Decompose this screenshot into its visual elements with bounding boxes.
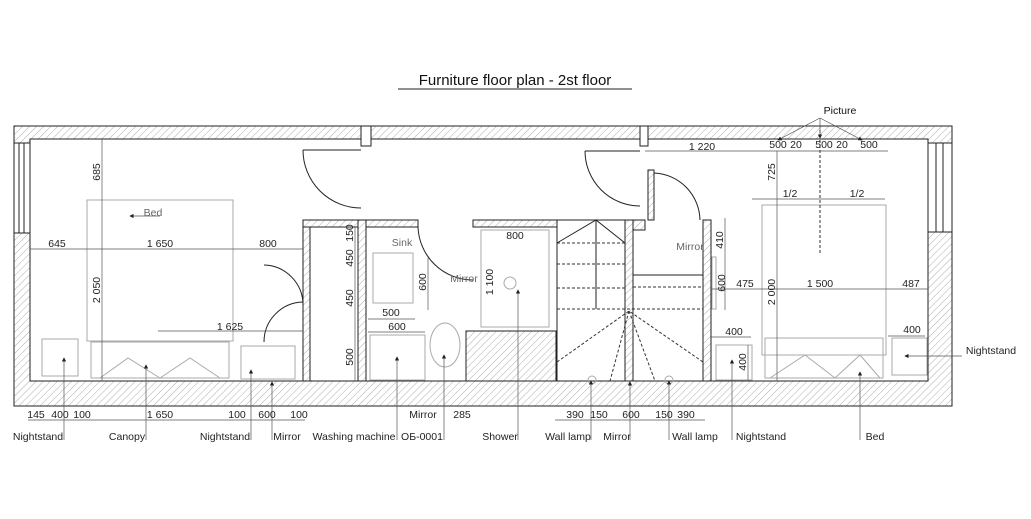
dim: 400 — [737, 353, 749, 371]
room-labels: Picture Bed Sink Mirror Mirror Nightstan… — [144, 105, 1017, 357]
dim: 500 — [344, 348, 356, 366]
label-mirror: Mirror — [603, 431, 631, 443]
dim: 20 — [836, 139, 848, 151]
bed-label: Bed — [144, 207, 163, 219]
dim: 500 — [815, 139, 833, 151]
dim: 1 650 — [147, 238, 173, 250]
dim: 500 — [860, 139, 878, 151]
dim: 400 — [51, 409, 69, 421]
dim: 145 — [27, 409, 45, 421]
bottom-dimensions: 145 400 100 1 650 100 600 100 Mirror 285… — [27, 409, 695, 421]
furniture — [41, 199, 928, 381]
bed-right — [761, 204, 887, 356]
dim: 1/2 — [850, 188, 865, 200]
mirror-hall-label: Mirror — [676, 241, 704, 253]
mirror-label: Mirror — [409, 409, 437, 421]
dim: 450 — [344, 289, 356, 307]
label-ob-0001: ОБ-0001 — [401, 431, 443, 443]
dim: 600 — [716, 274, 728, 292]
leader-lines — [61, 213, 863, 440]
plan-title: Furniture floor plan - 2st floor — [419, 72, 612, 89]
label-washing-machine: Washing machine — [312, 431, 395, 443]
window-right — [927, 142, 953, 233]
shower — [480, 229, 550, 328]
dim: 645 — [48, 238, 66, 250]
dim: 800 — [259, 238, 277, 250]
dim: 1/2 — [783, 188, 798, 200]
bottom-labels: Nightstand Canopy Nightstand Mirror Wash… — [13, 431, 885, 443]
dim: 1 220 — [689, 141, 715, 153]
dim: 800 — [506, 230, 524, 242]
dim: 100 — [290, 409, 308, 421]
nightstand-2 — [240, 345, 296, 380]
dim: 150 — [655, 409, 673, 421]
dim: 450 — [344, 249, 356, 267]
label-wall-lamp: Wall lamp — [545, 431, 591, 443]
dim: 100 — [73, 409, 91, 421]
bed-left — [86, 199, 234, 342]
partitions — [302, 169, 712, 382]
dim: 487 — [902, 278, 920, 290]
label-wall-lamp: Wall lamp — [672, 431, 718, 443]
label-bed: Bed — [866, 431, 885, 443]
dim: 600 — [388, 321, 406, 333]
dim: 1 650 — [147, 409, 173, 421]
dim: 400 — [903, 324, 921, 336]
washing-machine — [369, 334, 426, 381]
label-nightstand: Nightstand — [736, 431, 786, 443]
label-nightstand: Nightstand — [13, 431, 63, 443]
window-left — [13, 142, 31, 234]
sink — [372, 252, 414, 304]
dim: 150 — [590, 409, 608, 421]
nightstand-right-label: Nightstand — [966, 345, 1016, 357]
nightstand-3 — [715, 344, 753, 381]
label-mirror: Mirror — [273, 431, 301, 443]
dim: 600 — [258, 409, 276, 421]
dim: 600 — [622, 409, 640, 421]
dim: 600 — [417, 273, 429, 291]
dim: 475 — [736, 278, 754, 290]
canopy — [90, 341, 230, 379]
dim: 400 — [725, 326, 743, 338]
picture-label: Picture — [824, 105, 857, 117]
dim: 1 100 — [484, 269, 496, 295]
outer-walls — [13, 125, 953, 407]
dim: 390 — [566, 409, 584, 421]
sink-label: Sink — [392, 237, 413, 249]
dim: 20 — [790, 139, 802, 151]
dim: 2 000 — [766, 279, 778, 305]
nightstand-1 — [41, 338, 79, 377]
mirror-bath-label: Mirror — [450, 273, 478, 285]
dim: 390 — [677, 409, 695, 421]
toilet — [429, 322, 461, 368]
dimension-lines — [28, 117, 962, 421]
doors — [263, 149, 701, 343]
dim: 2 050 — [91, 277, 103, 303]
label-shower: Shower — [482, 431, 518, 443]
dim: 1 625 — [217, 321, 243, 333]
dim: 685 — [91, 163, 103, 181]
label-canopy: Canopy — [109, 431, 146, 443]
label-nightstand: Nightstand — [200, 431, 250, 443]
dim: 410 — [714, 231, 726, 249]
dim: 500 — [769, 139, 787, 151]
mirror-hall — [711, 256, 717, 310]
dim: 150 — [344, 224, 356, 242]
dim: 725 — [766, 163, 778, 181]
nightstand-4 — [891, 337, 928, 376]
dim: 1 500 — [807, 278, 833, 290]
dim: 285 — [453, 409, 471, 421]
dimension-values: 685 645 1 650 800 2 050 1 625 150 450 45… — [48, 139, 921, 371]
dim: 500 — [382, 307, 400, 319]
dim: 100 — [228, 409, 246, 421]
